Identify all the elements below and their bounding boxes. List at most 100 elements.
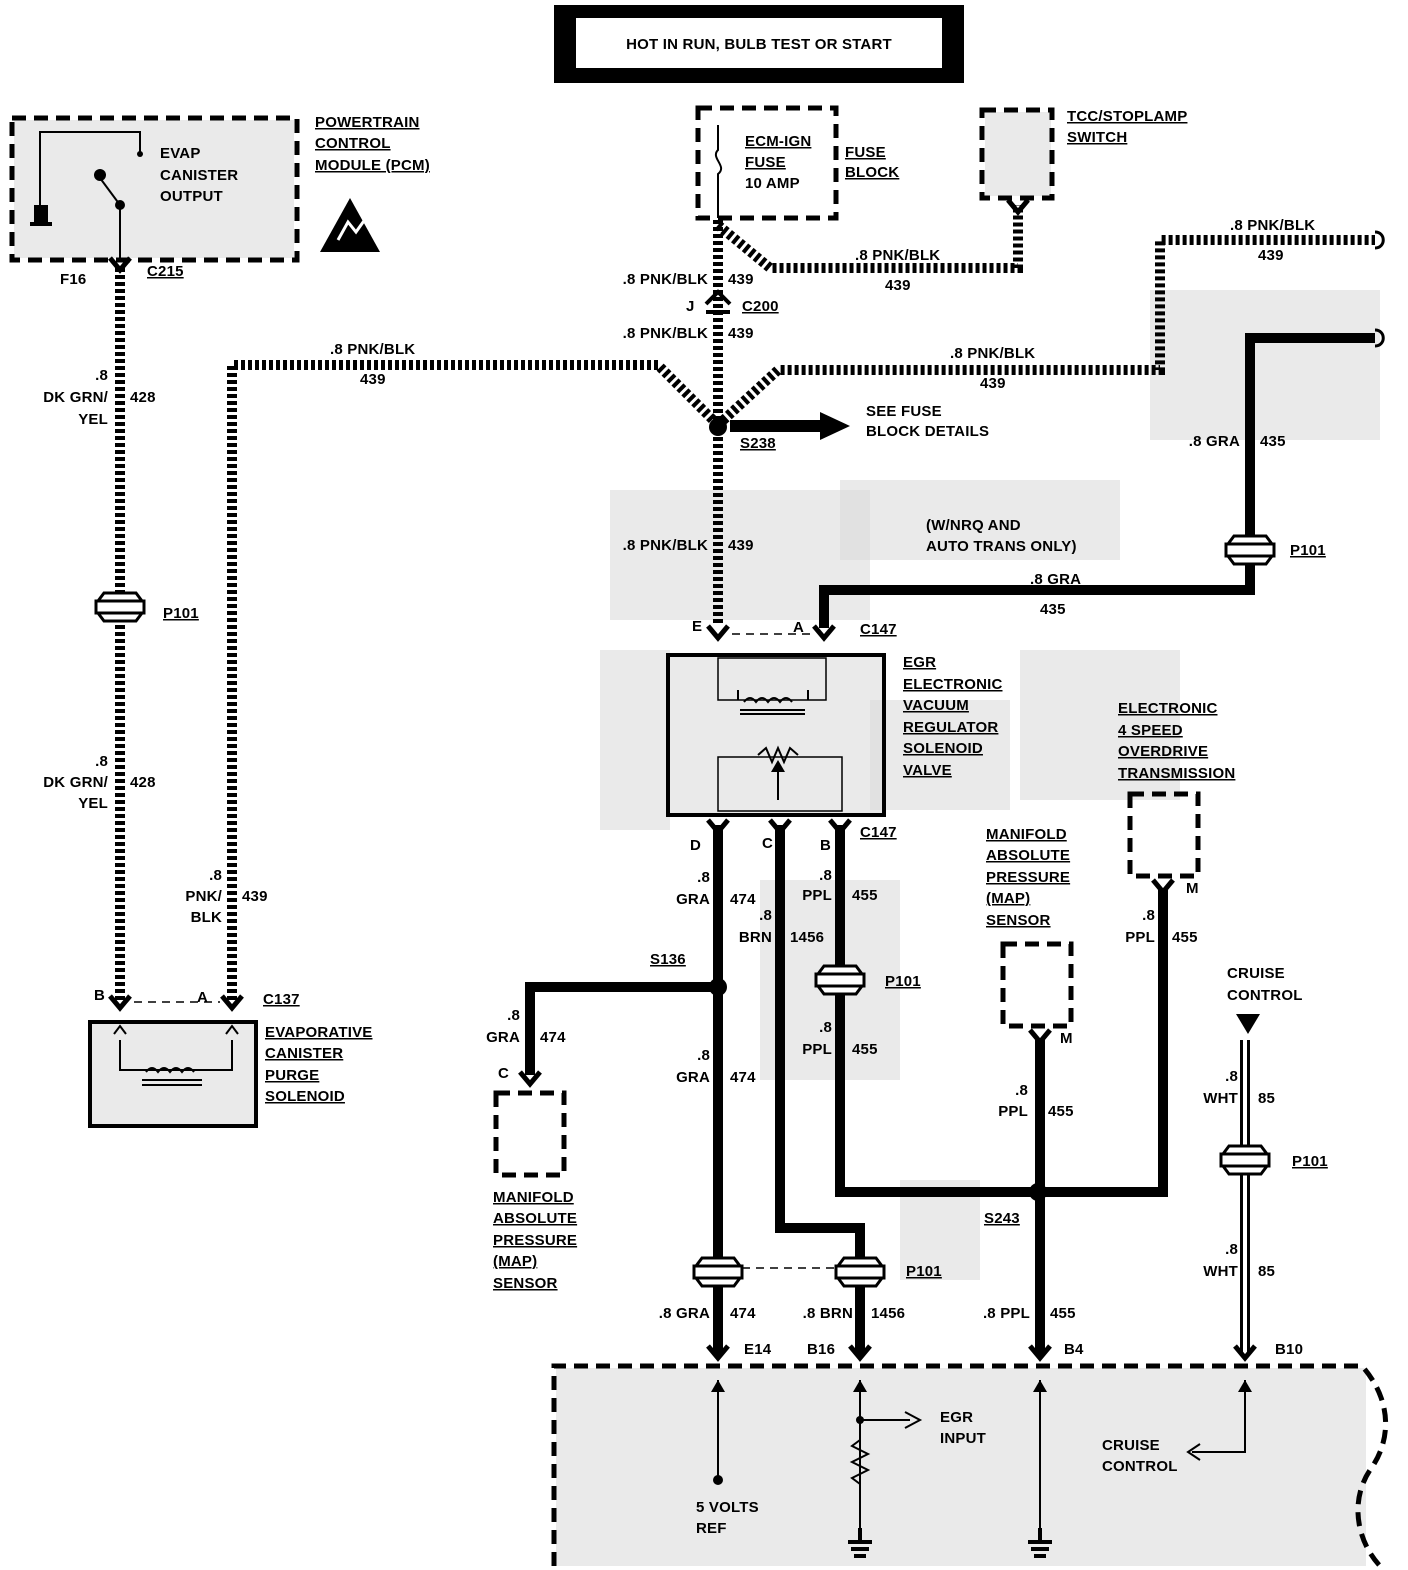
w474a-gauge: .8 — [697, 869, 710, 886]
w455-map-circuit: 455 — [1048, 1103, 1074, 1120]
w439-right-circuit: 439 — [1258, 247, 1284, 264]
splice-s136 — [709, 978, 727, 996]
label-c: C — [762, 835, 773, 852]
egr-valve-label-6: VALVE — [903, 762, 952, 779]
w439-egr-circuit: 439 — [728, 537, 754, 554]
map-sensor-right-box — [1000, 941, 1074, 1029]
w428b-circuit: 428 — [130, 774, 156, 791]
w85b-circuit: 85 — [1258, 1263, 1275, 1280]
header-title: HOT IN RUN, BULB TEST OR START — [626, 36, 892, 53]
cruise-top-label-2: CONTROL — [1227, 987, 1303, 1004]
w428b-color2: YEL — [78, 795, 108, 812]
w455-bot-circuit: 455 — [1050, 1305, 1076, 1322]
transmission-box — [1127, 791, 1201, 879]
w439-sol-circuit: 439 — [242, 888, 268, 905]
fuse-label-2: FUSE — [745, 154, 786, 171]
label-a137: A — [197, 989, 208, 1006]
w474-bot-circuit: 474 — [730, 1305, 756, 1322]
map-left-label-3: PRESSURE — [493, 1232, 577, 1249]
w428a-color1: DK GRN/ — [43, 389, 108, 406]
label-b: B — [820, 837, 831, 854]
label-b4: B4 — [1064, 1341, 1084, 1358]
see-fuse-label-2: BLOCK DETAILS — [866, 423, 989, 440]
evap-solenoid — [88, 1020, 258, 1128]
w85b-gauge: .8 — [1225, 1241, 1238, 1258]
label-e: E — [692, 618, 702, 635]
evap-solenoid-label-3: PURGE — [265, 1067, 319, 1084]
egr-input-label-1: EGR — [940, 1409, 973, 1426]
w474b-gauge: .8 — [697, 1047, 710, 1064]
label-b137: B — [94, 987, 105, 1004]
w474a-circuit: 474 — [730, 891, 756, 908]
w435-vert-circuit: 435 — [1260, 433, 1286, 450]
connector-p101-right-top — [1224, 534, 1276, 566]
w474b-circuit: 474 — [730, 1069, 756, 1086]
cruise-bottom-label-2: CONTROL — [1102, 1458, 1178, 1475]
cruise-top-label-1: CRUISE — [1227, 965, 1285, 982]
label-m-map: M — [1060, 1030, 1073, 1047]
w1456a-circuit: 1456 — [790, 929, 824, 946]
evap-output-label-3: OUTPUT — [160, 188, 223, 205]
label-e14: E14 — [744, 1341, 772, 1358]
w474-map-circuit: 474 — [540, 1029, 566, 1046]
w1456a-gauge: .8 — [759, 907, 772, 924]
w439-c200-label: .8 PNK/BLK — [623, 325, 708, 342]
label-b10: B10 — [1275, 1341, 1303, 1358]
label-c147-top: C147 — [860, 621, 897, 638]
label-c137: C137 — [263, 991, 300, 1008]
see-fuse-arrow — [730, 412, 850, 440]
splice-s238 — [709, 418, 727, 436]
evap-output-label-1: EVAP — [160, 145, 201, 162]
w439-tcc-label: .8 PNK/BLK — [855, 247, 940, 264]
note-label-1b: (W/NRQ AND — [926, 517, 1021, 534]
w1456-bot-label: .8 BRN — [803, 1305, 853, 1322]
label-f16: F16 — [60, 271, 86, 288]
w455b-circuit: 455 — [852, 1041, 878, 1058]
connector-c200 — [704, 289, 732, 314]
w439-sol-color1: PNK/ — [185, 888, 222, 905]
w439-egr-label: .8 PNK/BLK — [623, 537, 708, 554]
trans-label-1: ELECTRONIC — [1118, 700, 1218, 717]
w1456-bot-circuit: 1456 — [871, 1305, 905, 1322]
ground-icon — [30, 205, 52, 226]
w428b-gauge: .8 — [95, 753, 108, 770]
w455-trans-circuit: 455 — [1172, 929, 1198, 946]
tcc-switch-label-1: TCC/STOPLAMP — [1067, 108, 1187, 125]
w85a-circuit: 85 — [1258, 1090, 1275, 1107]
w85b-color: WHT — [1203, 1263, 1238, 1280]
label-a: A — [793, 619, 804, 636]
map-right-label-4: (MAP) — [986, 890, 1030, 907]
label-s136: S136 — [650, 951, 686, 968]
w455-bot-label: .8 PPL — [983, 1305, 1030, 1322]
map-right-label-5: SENSOR — [986, 912, 1051, 929]
w435-horiz-label: .8 GRA — [1030, 571, 1081, 588]
w439-fuse-label: .8 PNK/BLK — [623, 271, 708, 288]
label-p101-mid: P101 — [885, 973, 921, 990]
w455-trans-gauge: .8 — [1142, 907, 1155, 924]
w474b-color: GRA — [676, 1069, 710, 1086]
w439-sol-gauge: .8 — [209, 867, 222, 884]
map-left-label-2: ABSOLUTE — [493, 1210, 577, 1227]
esd-warning-icon — [320, 198, 380, 252]
w439-fuse-circuit: 439 — [728, 271, 754, 288]
evap-solenoid-label-4: SOLENOID — [265, 1088, 345, 1105]
w439-tcc-circuit: 439 — [885, 277, 911, 294]
evap-solenoid-label-2: CANISTER — [265, 1045, 343, 1062]
map-sensor-left-box — [493, 1090, 567, 1178]
evap-output-label-2: CANISTER — [160, 167, 238, 184]
pcm-bottom-box — [551, 1363, 1388, 1568]
label-c-map: C — [498, 1065, 509, 1082]
w435-horiz-circuit: 435 — [1040, 601, 1066, 618]
w455-map-gauge: .8 — [1015, 1082, 1028, 1099]
w439-right-label: .8 PNK/BLK — [1230, 217, 1315, 234]
label-p101-bottom: P101 — [906, 1263, 942, 1280]
fuse-block: ECM-IGN FUSE 10 AMP — [695, 105, 839, 221]
label-d: D — [690, 837, 701, 854]
w439-left-label: .8 PNK/BLK — [330, 341, 415, 358]
map-left-label-1: MANIFOLD — [493, 1189, 574, 1206]
egr-valve-label-5: SOLENOID — [903, 740, 983, 757]
connector-p101-left — [94, 591, 146, 623]
pcm-label-3: MODULE (PCM) — [315, 157, 430, 174]
label-p101-left: P101 — [163, 605, 199, 622]
label-p101-right-top: P101 — [1290, 542, 1326, 559]
